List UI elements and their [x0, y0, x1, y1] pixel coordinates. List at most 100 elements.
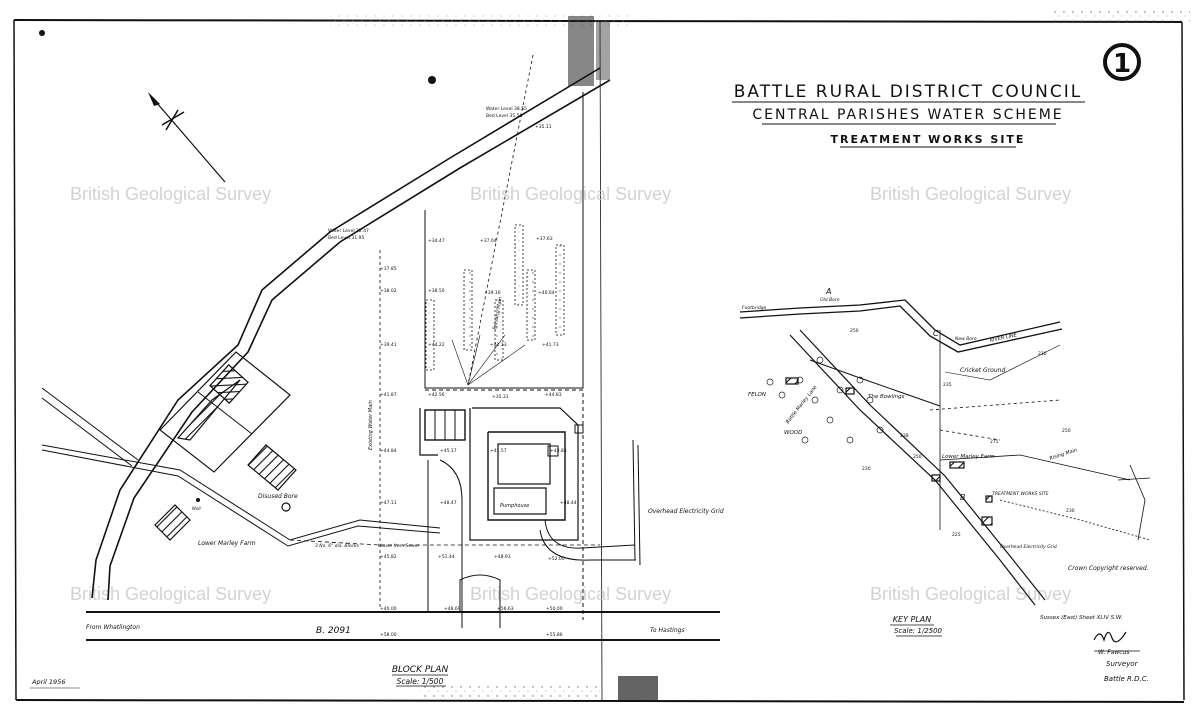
block-plan-label: BLOCK PLAN	[392, 665, 449, 675]
key-copyright: Crown Copyright reserved.	[1068, 565, 1149, 572]
title-line-3: TREATMENT WORKS SITE	[831, 133, 1026, 146]
spot-level: +39.41	[380, 342, 397, 348]
spot-level: +45.17	[440, 448, 457, 454]
spot-level: +37.85	[380, 266, 397, 272]
key-elevation: 235	[943, 382, 952, 388]
water-level-2: Water Level 32.47	[328, 228, 369, 234]
key-sheet-ref: Sussex (East) Sheet XLIV S.W.	[1040, 615, 1123, 621]
spot-level: +35.31	[492, 394, 509, 400]
key-elevation: 250	[913, 454, 922, 460]
spot-level: +51.44	[438, 554, 455, 560]
title-line-1: BATTLE RURAL DISTRICT COUNCIL	[734, 82, 1082, 102]
sheet-number: 1	[1113, 49, 1131, 79]
north-arrow-icon	[148, 92, 226, 183]
spot-level: +56.63	[497, 606, 514, 612]
signature-org: Battle R.D.C.	[1104, 675, 1149, 683]
watermark: British Geological Survey	[70, 584, 271, 604]
disused-bore-label: Disused Bore	[258, 493, 298, 500]
pipe-fan	[451, 334, 526, 386]
wood-symbols	[766, 356, 884, 444]
key-point-c: C	[933, 329, 939, 338]
main-label: Existing Main	[492, 296, 504, 330]
from-label: From Whatlington	[86, 624, 140, 631]
key-grid: Overhead Electricity Grid	[1000, 544, 1057, 550]
spot-level: +41.13	[490, 342, 507, 348]
watermark: British Geological Survey	[870, 184, 1071, 204]
existing-main-vertical-label: Existing Water Main	[368, 400, 374, 450]
drawing-date: April 1956	[31, 678, 65, 686]
key-felon: FELON	[748, 392, 766, 398]
pipe-note: 3 No. 6" dia. Blocks	[315, 543, 360, 549]
spot-level: +37.04	[480, 238, 497, 244]
spot-level: +38.02	[380, 288, 397, 294]
spot-level: +41.57	[490, 448, 507, 454]
key-elevation: 275	[990, 439, 999, 445]
spot-level: +42.56	[428, 392, 445, 398]
spot-level: +48.69	[444, 606, 461, 612]
spot-level: +45.82	[380, 554, 397, 560]
spot-level: +44.83	[545, 392, 562, 398]
key-plan-scale: Scale: 1/2500	[894, 627, 943, 635]
spot-level: +40.64	[538, 290, 555, 296]
bed-level-2: Bed Level 31.95	[328, 235, 364, 241]
well-label: Well	[192, 506, 202, 511]
key-lane: Battle Marley Lane	[785, 384, 819, 425]
spot-level: +50.00	[546, 606, 563, 612]
electricity-label: Overhead Electricity Grid	[648, 508, 724, 515]
filter-beds	[425, 224, 565, 371]
key-plan-label: KEY PLAN	[893, 615, 931, 624]
key-wood: WOOD	[784, 430, 802, 436]
spot-level: +52.00	[548, 556, 565, 562]
key-elevation: 250	[1062, 428, 1071, 434]
title-block: BATTLE RURAL DISTRICT COUNCIL CENTRAL PA…	[732, 82, 1085, 148]
watermark: British Geological Survey	[470, 184, 671, 204]
key-treatment: TREATMENT WORKS SITE	[992, 491, 1049, 497]
spot-level: +48.93	[494, 554, 511, 560]
title-line-2: CENTRAL PARISHES WATER SCHEME	[752, 107, 1063, 123]
spot-level: +48.44	[560, 500, 577, 506]
spot-level: +39.16	[484, 290, 501, 296]
watermarks: British Geological Survey British Geolog…	[70, 184, 1071, 604]
spot-levels: +35.11 +34.47 +37.04 +37.63 +37.85 +38.0…	[380, 124, 577, 638]
key-elevation: 230	[862, 466, 871, 472]
key-main: Rising Main	[1049, 447, 1078, 462]
watermark: British Geological Survey	[870, 584, 1071, 604]
watermark: British Geological Survey	[70, 184, 271, 204]
key-bowlings: The Bowlings	[868, 394, 905, 400]
to-label: To Hastings	[650, 627, 685, 634]
block-plan-scale: Scale: 1/500	[397, 677, 444, 686]
key-river-line: RIVER LINE	[989, 332, 1018, 344]
spot-level: +41.73	[542, 342, 559, 348]
key-elevation: 250	[850, 328, 859, 334]
key-old-bore: Old Bore	[820, 297, 840, 303]
key-footbridge: Footbridge	[742, 305, 767, 311]
key-elevations: 250 230 235 275 238 250 230 250 230 225	[850, 328, 1075, 538]
spot-level: +44.84	[380, 448, 397, 454]
key-point-b: B	[960, 493, 966, 502]
key-new-bore: New Bore	[955, 336, 977, 342]
spot-level: +47.11	[380, 500, 397, 506]
spot-level: +38.50	[428, 288, 445, 294]
spot-level: +40.00	[380, 606, 397, 612]
key-elevation: 238	[900, 433, 909, 439]
spot-level: +41.87	[380, 392, 397, 398]
road-name: B. 2091	[316, 626, 351, 636]
signature-block: W. Fawcus Surveyor Battle R.D.C.	[1093, 631, 1149, 683]
key-point-a: A	[825, 287, 831, 296]
bed-level-1: Bed Level 35.58	[486, 113, 522, 119]
pipe-note-2: House from Sewer	[378, 543, 421, 549]
farm-label: Lower Marley Farm	[198, 540, 256, 547]
block-plan: Pumphouse B. 2091 F	[30, 54, 724, 689]
pumphouse-label: Pumphouse	[500, 503, 529, 509]
spot-level: +37.63	[536, 236, 553, 242]
sheet-number-badge: 1	[1103, 43, 1141, 81]
spot-level: +48.47	[440, 500, 457, 506]
watermark: British Geological Survey	[470, 584, 671, 604]
signature-role: Surveyor	[1106, 660, 1139, 668]
spot-level: +34.47	[428, 238, 445, 244]
key-elevation: 230	[1038, 351, 1047, 357]
signature-name: W. Fawcus	[1098, 649, 1130, 656]
spot-level: +43.83	[550, 448, 567, 454]
key-elevation: 230	[1066, 508, 1075, 514]
